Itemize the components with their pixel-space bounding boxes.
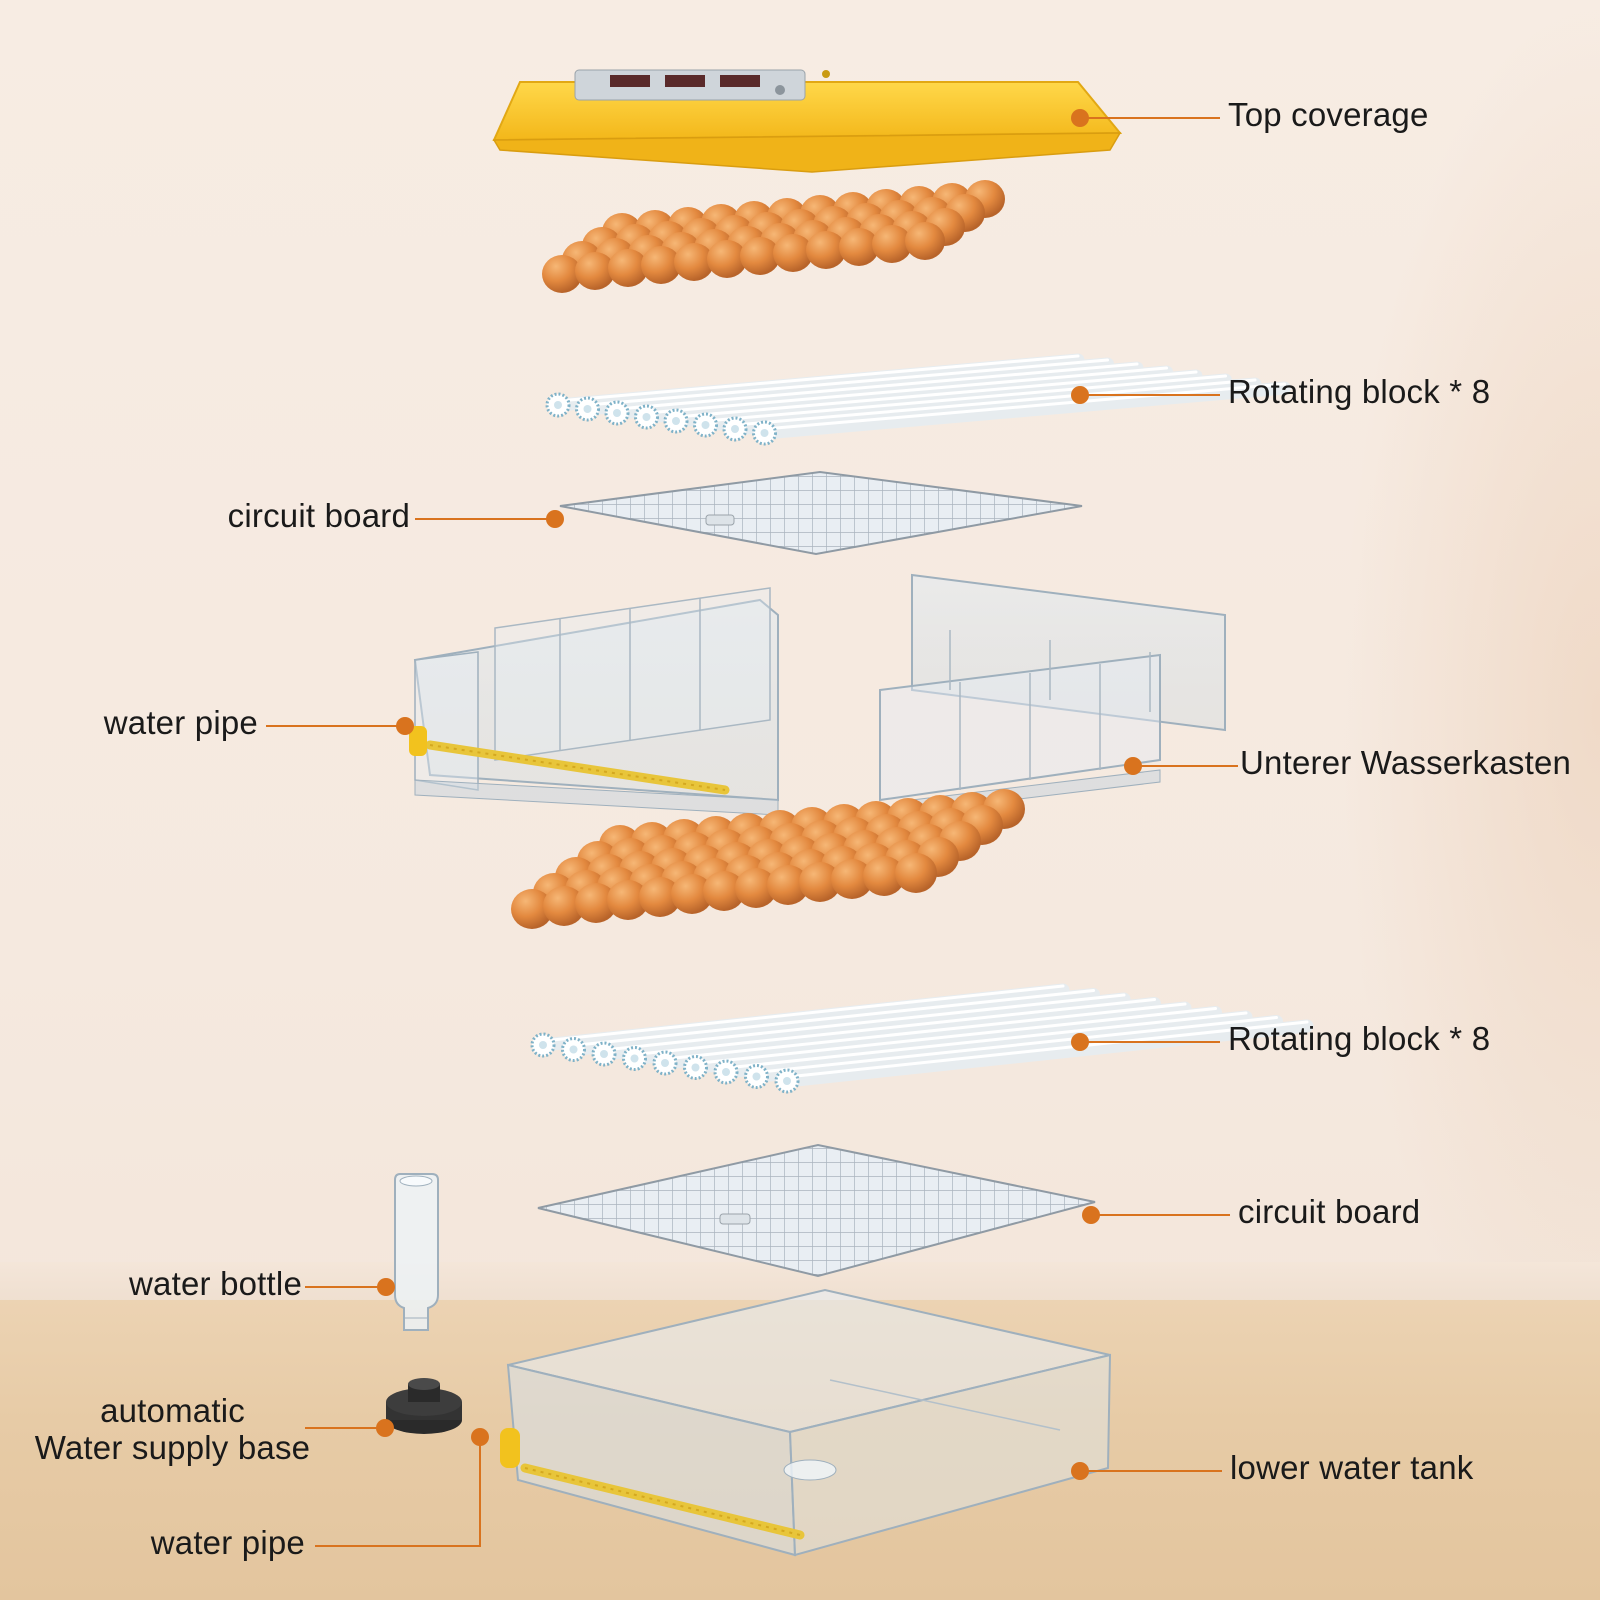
rotating-rod [750, 1015, 1283, 1083]
marker-rods-lower [1071, 1033, 1089, 1051]
egg [905, 222, 945, 260]
egg [806, 231, 846, 269]
eggs-upper-layer [542, 180, 1005, 293]
marker-lower-tank [1071, 1462, 1089, 1480]
grid-plate-upper [559, 470, 1083, 556]
rotating-rod [567, 988, 1100, 1056]
rotating-rod [581, 357, 1114, 416]
marker-water-pipe-upper [396, 717, 414, 735]
label-rotating-block-lower: Rotating block * 8 [1228, 1020, 1491, 1057]
marker-grid-upper [546, 510, 564, 528]
egg [703, 871, 745, 911]
egg [542, 255, 582, 293]
rotating-rod [658, 1001, 1192, 1070]
label-lower-water-tank: lower water tank [1230, 1449, 1474, 1486]
rotating-rod [640, 365, 1173, 424]
marker-wasserkasten [1124, 757, 1142, 775]
label-circuit-board-lower: circuit board [1238, 1193, 1421, 1230]
egg [641, 246, 681, 284]
egg [740, 237, 780, 275]
rotating-rod [728, 377, 1262, 436]
water-bottle [394, 1173, 439, 1331]
grid-plate-lower [537, 1143, 1096, 1278]
marker-water-bottle [377, 1278, 395, 1296]
rotating-rod [780, 1019, 1314, 1088]
marker-water-pipe-lower [471, 1428, 489, 1446]
egg [799, 862, 841, 902]
rotating-rod [610, 361, 1144, 420]
egg [511, 889, 553, 929]
egg [607, 880, 649, 920]
rotating-rods-lower [530, 983, 1314, 1094]
label-water-supply-base: Water supply base [34, 1429, 311, 1466]
marker-top-cover [1071, 109, 1089, 127]
rotating-rod [536, 983, 1070, 1052]
rotating-rod [628, 997, 1161, 1065]
label-water-pipe-lower: water pipe [150, 1524, 305, 1561]
rotating-rod [597, 992, 1131, 1061]
egg [671, 874, 713, 914]
egg [863, 856, 905, 896]
label-water-pipe-upper: water pipe [103, 704, 258, 741]
eggs-lower-layer [511, 789, 1025, 929]
label-circuit-board-upper: circuit board [227, 497, 410, 534]
right-tray-assembly [879, 573, 1226, 813]
label-unterer-wasserkasten: Unterer Wasserkasten [1240, 744, 1572, 781]
marker-supply-base [376, 1419, 394, 1437]
marker-dots [376, 109, 1142, 1480]
rotating-rod [669, 369, 1203, 428]
egg [575, 883, 617, 923]
rotating-rods-upper [545, 353, 1291, 446]
rotating-rod [699, 373, 1232, 432]
egg [608, 249, 648, 287]
rotating-rod [719, 1010, 1253, 1079]
egg [839, 228, 879, 266]
label-water-bottle: water bottle [129, 1265, 302, 1302]
egg [872, 225, 912, 263]
label-automatic: automatic [100, 1392, 245, 1429]
top-cover-lid [492, 69, 1123, 173]
left-tray-assembly [409, 587, 779, 816]
egg [773, 234, 813, 272]
egg [707, 240, 747, 278]
marker-grid-lower [1082, 1206, 1100, 1224]
label-top-coverage: Top coverage [1228, 96, 1429, 133]
rotating-rod [551, 353, 1085, 412]
marker-rods-upper [1071, 386, 1089, 404]
rotating-rod [689, 1006, 1222, 1074]
lower-water-tank-box [500, 1288, 1112, 1557]
egg [543, 886, 585, 926]
egg [674, 243, 714, 281]
water-supply-base [386, 1378, 462, 1434]
egg [767, 865, 809, 905]
egg [831, 859, 873, 899]
egg [575, 252, 615, 290]
wall-shadow [1340, 0, 1600, 1300]
leader-lines [266, 117, 1238, 1547]
egg [895, 853, 937, 893]
label-rotating-block-upper: Rotating block * 8 [1228, 373, 1491, 410]
egg [735, 868, 777, 908]
egg [639, 877, 681, 917]
